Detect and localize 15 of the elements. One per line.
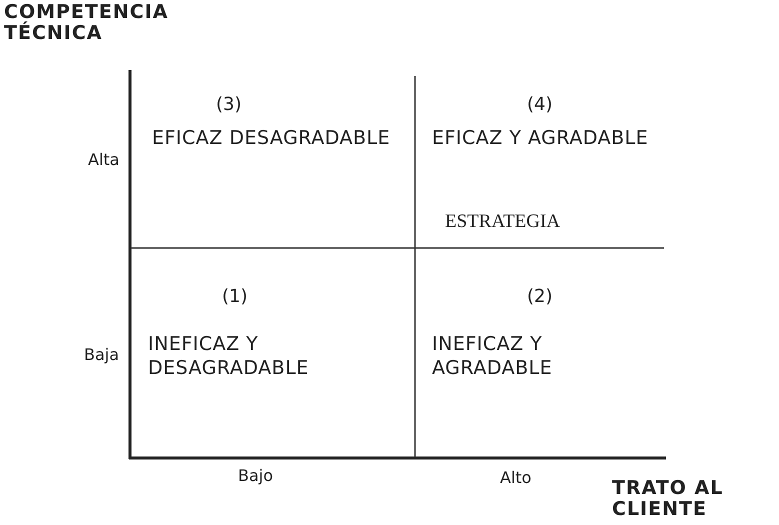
axis-tick-label: Alta — [88, 150, 120, 169]
quadrant-number: (2) — [527, 286, 552, 307]
quadrant-label: EFICAZ Y AGRADABLE — [432, 126, 650, 150]
quadrant-number: (3) — [216, 94, 242, 115]
quadrant-number: (4) — [527, 94, 552, 115]
strategy-label: ESTRATEGIA — [445, 211, 560, 233]
quadrant-label: EFICAZ DESAGRADABLE — [152, 126, 392, 150]
quadrant-number: (1) — [222, 286, 248, 307]
quadrant-label: INEFICAZ Y DESAGRADABLE — [148, 332, 310, 380]
axis-tick-label: Alto — [500, 468, 532, 487]
quadrant-label: INEFICAZ Y AGRADABLE — [432, 332, 554, 380]
axis-tick-label: Bajo — [238, 466, 274, 485]
axis-title: TRATO AL CLIENTE — [612, 478, 724, 520]
axis-tick-label: Baja — [84, 345, 120, 364]
axis-title: COMPETENCIA TÉCNICA — [4, 2, 170, 44]
